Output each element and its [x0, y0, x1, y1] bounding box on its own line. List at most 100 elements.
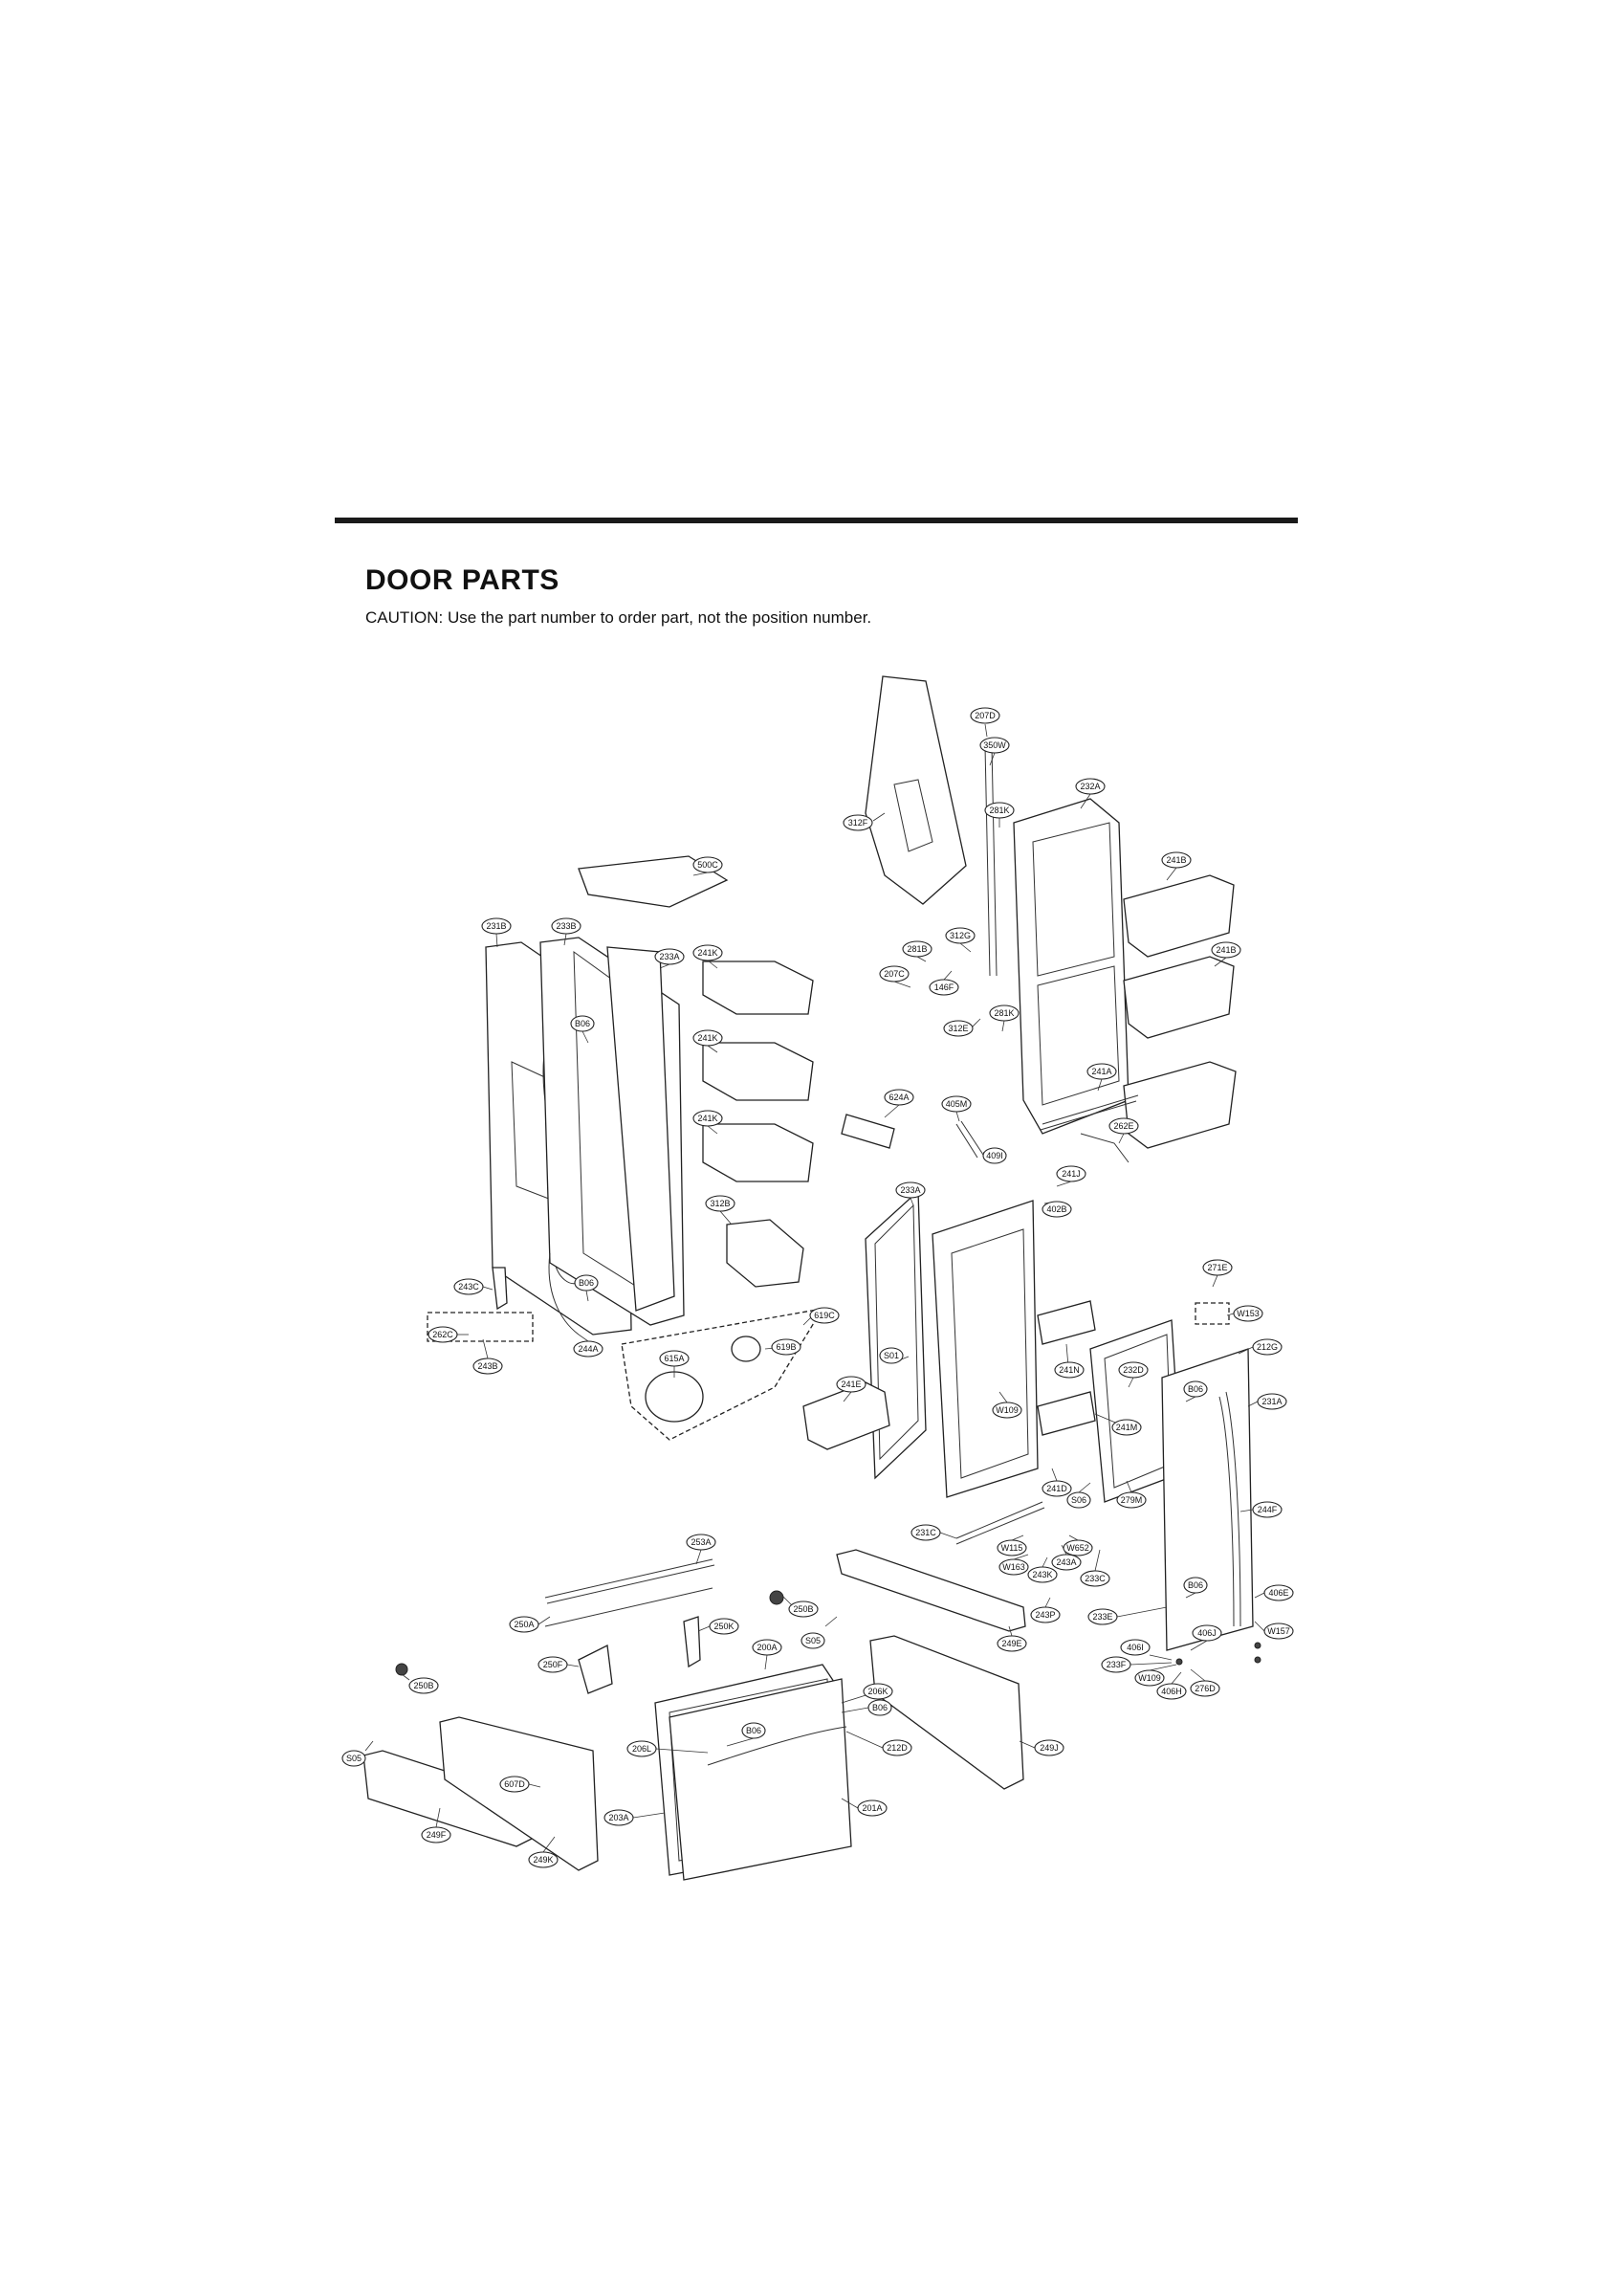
callout-244F: 244F — [1239, 1501, 1283, 1518]
svg-text:S06: S06 — [1071, 1495, 1086, 1505]
svg-text:243K: 243K — [1032, 1570, 1052, 1579]
callout-249K: 249K — [528, 1836, 559, 1868]
svg-text:241K: 241K — [697, 1033, 717, 1043]
callout-402B: 402B — [1042, 1201, 1072, 1218]
svg-text:243A: 243A — [1056, 1557, 1076, 1567]
callout-241K-middle: 241K — [692, 1029, 723, 1053]
svg-text:619B: 619B — [776, 1342, 796, 1352]
callout-W109-middle: W109 — [992, 1391, 1022, 1419]
callout-207D: 207D — [970, 707, 1000, 738]
callout-607D: 607D — [499, 1776, 541, 1793]
callout-233F: 233F — [1101, 1656, 1173, 1673]
callout-262C: 262C — [428, 1326, 469, 1343]
callout-250A: 250A — [509, 1616, 551, 1633]
callout-231C: 231C — [910, 1524, 957, 1541]
svg-text:207C: 207C — [884, 969, 905, 979]
callout-232D: 232D — [1118, 1361, 1149, 1388]
svg-text:231B: 231B — [486, 921, 506, 931]
svg-text:W157: W157 — [1267, 1626, 1290, 1636]
callout-S01: S01 — [879, 1347, 910, 1364]
svg-text:B06: B06 — [575, 1019, 590, 1028]
callout-W652: W652 — [1063, 1534, 1093, 1556]
callout-W115: W115 — [997, 1534, 1027, 1556]
callout-243P: 243P — [1030, 1597, 1061, 1623]
svg-text:243C: 243C — [458, 1282, 479, 1292]
svg-text:262C: 262C — [432, 1330, 453, 1339]
svg-text:406E: 406E — [1268, 1588, 1288, 1598]
svg-text:W115: W115 — [1001, 1543, 1023, 1553]
callout-241E: 241E — [836, 1376, 866, 1402]
callout-207C: 207C — [879, 965, 911, 988]
svg-text:405M: 405M — [946, 1099, 968, 1109]
svg-text:281K: 281K — [994, 1008, 1014, 1018]
svg-text:W109: W109 — [996, 1405, 1019, 1415]
svg-text:250F: 250F — [543, 1660, 563, 1669]
callout-231A: 231A — [1247, 1393, 1287, 1410]
callout-276D: 276D — [1190, 1668, 1220, 1697]
callout-203A: 203A — [603, 1809, 666, 1826]
callout-244A: 244A — [573, 1334, 603, 1358]
callout-241K-top: 241K — [692, 944, 723, 969]
callout-243A: 243A — [1051, 1544, 1082, 1571]
callout-262E: 262E — [1108, 1117, 1139, 1144]
callout-406J: 406J — [1190, 1624, 1222, 1651]
callout-233A-middle: 233A — [895, 1181, 926, 1206]
svg-text:233B: 233B — [556, 921, 576, 931]
svg-text:207D: 207D — [975, 711, 996, 720]
callout-233A-upper: 233A — [654, 948, 685, 969]
callout-241N: 241N — [1054, 1343, 1085, 1379]
svg-text:241J: 241J — [1062, 1169, 1081, 1179]
callout-250B-left: 250B — [401, 1673, 439, 1694]
callout-350W: 350W — [979, 737, 1010, 766]
svg-text:W652: W652 — [1066, 1543, 1089, 1553]
callout-624A: 624A — [884, 1089, 914, 1118]
svg-text:406I: 406I — [1127, 1643, 1144, 1652]
svg-text:S01: S01 — [884, 1351, 899, 1360]
svg-text:231C: 231C — [915, 1528, 936, 1537]
callout-B06-upper-left: B06 — [570, 1015, 595, 1044]
callout-212G: 212G — [1238, 1338, 1283, 1356]
callout-250F: 250F — [537, 1656, 580, 1673]
svg-text:B06: B06 — [746, 1726, 761, 1735]
callout-615A: 615A — [659, 1350, 690, 1378]
svg-text:241K: 241K — [697, 1114, 717, 1123]
svg-text:212G: 212G — [1257, 1342, 1278, 1352]
svg-text:619C: 619C — [814, 1311, 835, 1320]
callout-406E: 406E — [1254, 1584, 1294, 1601]
svg-text:241M: 241M — [1116, 1423, 1138, 1432]
svg-text:250K: 250K — [713, 1622, 734, 1631]
callout-312E: 312E — [943, 1018, 981, 1037]
callout-233C: 233C — [1080, 1549, 1110, 1587]
callout-W157: W157 — [1254, 1621, 1294, 1640]
callout-312G: 312G — [945, 927, 976, 953]
svg-text:212D: 212D — [887, 1743, 908, 1753]
svg-text:201A: 201A — [862, 1803, 882, 1813]
callout-279M: 279M — [1116, 1480, 1147, 1509]
svg-text:241D: 241D — [1046, 1484, 1067, 1493]
callout-241K-bottom: 241K — [692, 1110, 723, 1135]
callout-271E: 271E — [1202, 1259, 1233, 1288]
callout-212D: 212D — [845, 1731, 912, 1756]
page-title: DOOR PARTS — [365, 564, 559, 596]
svg-text:233C: 233C — [1085, 1574, 1106, 1583]
callout-243C: 243C — [453, 1278, 493, 1295]
callout-619B: 619B — [764, 1338, 801, 1356]
svg-text:244A: 244A — [578, 1344, 598, 1354]
caution-note: CAUTION: Use the part number to order pa… — [365, 608, 872, 627]
svg-text:243B: 243B — [477, 1361, 497, 1371]
svg-text:241B: 241B — [1216, 945, 1236, 955]
callout-201A: 201A — [841, 1798, 888, 1817]
svg-text:409I: 409I — [986, 1151, 1003, 1160]
svg-text:249K: 249K — [533, 1855, 553, 1865]
callout-B06-drawer-right: B06 — [841, 1699, 892, 1716]
svg-text:615A: 615A — [664, 1354, 684, 1363]
svg-text:249F: 249F — [427, 1830, 447, 1840]
svg-text:B06: B06 — [1188, 1580, 1203, 1590]
callout-B06-lower-left: B06 — [574, 1274, 599, 1302]
callout-241A: 241A — [1086, 1063, 1117, 1092]
callout-281K-lower: 281K — [989, 1004, 1020, 1032]
svg-text:249E: 249E — [1001, 1639, 1021, 1648]
svg-text:402B: 402B — [1046, 1204, 1066, 1214]
svg-text:350W: 350W — [983, 740, 1006, 750]
